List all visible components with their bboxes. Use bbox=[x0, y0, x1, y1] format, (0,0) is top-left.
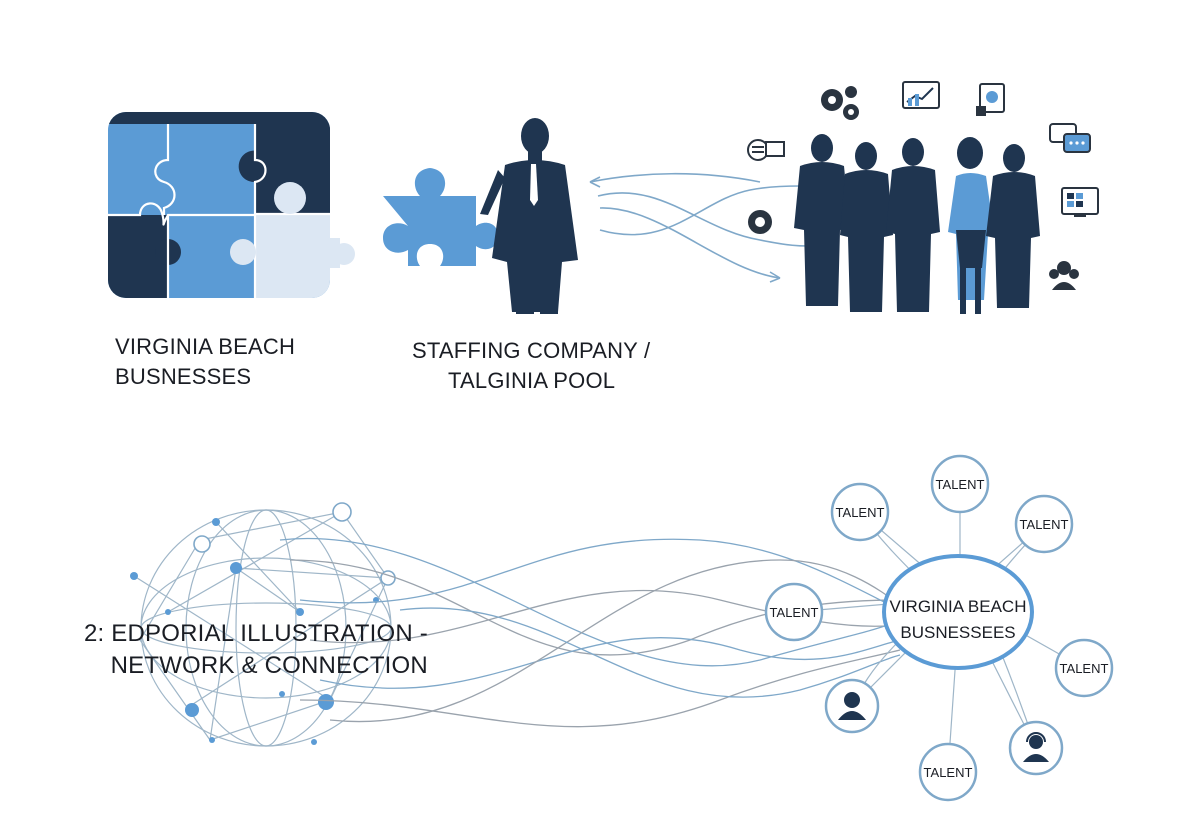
chart-monitor-icon bbox=[902, 81, 940, 109]
globe-nodes bbox=[130, 502, 396, 745]
hub-label-line1: VIRGINIA BEACH bbox=[890, 597, 1027, 616]
hub-label-line2: BUSNESSEES bbox=[900, 623, 1015, 642]
puzzle-icon bbox=[108, 112, 355, 298]
talent-node: TALENT bbox=[830, 482, 890, 542]
dashboard-monitor-icon bbox=[1061, 187, 1099, 217]
editorial-label-line2: NETWORK & CONNECTION bbox=[110, 652, 428, 679]
staffing-label-line1: STAFFING COMPANY / bbox=[412, 338, 651, 363]
exchange-arrows bbox=[589, 172, 809, 283]
talent-node: TALENT bbox=[918, 742, 978, 802]
businesses-label-line1: VIRGINIA BEACH bbox=[115, 334, 296, 359]
email-icon bbox=[747, 139, 785, 161]
user-group-icon bbox=[1049, 261, 1079, 290]
hub-node: VIRGINIA BEACH BUSNESSEES bbox=[882, 554, 1034, 670]
talent-label: TALENT bbox=[836, 505, 885, 520]
talent-label: TALENT bbox=[770, 605, 819, 620]
editorial-label-line1: 2: EDPORIAL ILLUSTRATION - bbox=[84, 620, 428, 647]
talent-node: TALENT bbox=[764, 582, 824, 642]
puzzle-piece-icon bbox=[383, 168, 498, 266]
editorial-label: 2: EDPORIAL ILLUSTRATION - NETWORK & CON… bbox=[84, 618, 428, 682]
talent-node: TALENT bbox=[1014, 494, 1074, 554]
gear-icon bbox=[748, 210, 772, 234]
person-headset-icon bbox=[1023, 732, 1049, 762]
staffing-label: STAFFING COMPANY / TALGINIA POOL bbox=[412, 336, 650, 396]
businesses-label: VIRGINIA BEACH BUSNESSES bbox=[115, 332, 295, 392]
document-icon bbox=[976, 83, 1005, 116]
chat-bubbles-icon bbox=[1049, 123, 1091, 153]
talent-node: TALENT bbox=[930, 454, 990, 514]
talent-label: TALENT bbox=[1060, 661, 1109, 676]
staffing-label-line2: TALGINIA POOL bbox=[448, 368, 616, 393]
businesses-label-line2: BUSNESSES bbox=[115, 364, 252, 389]
person-hood-icon bbox=[838, 692, 866, 720]
talent-label: TALENT bbox=[924, 765, 973, 780]
talent-label: TALENT bbox=[1020, 517, 1069, 532]
team-silhouettes bbox=[794, 134, 1040, 314]
talent-node-person bbox=[1008, 720, 1064, 776]
businessman-silhouette bbox=[480, 118, 578, 314]
talent-node-person bbox=[824, 678, 880, 734]
talent-node: TALENT bbox=[1054, 638, 1114, 698]
gears-icon bbox=[821, 86, 859, 120]
talent-label: TALENT bbox=[936, 477, 985, 492]
